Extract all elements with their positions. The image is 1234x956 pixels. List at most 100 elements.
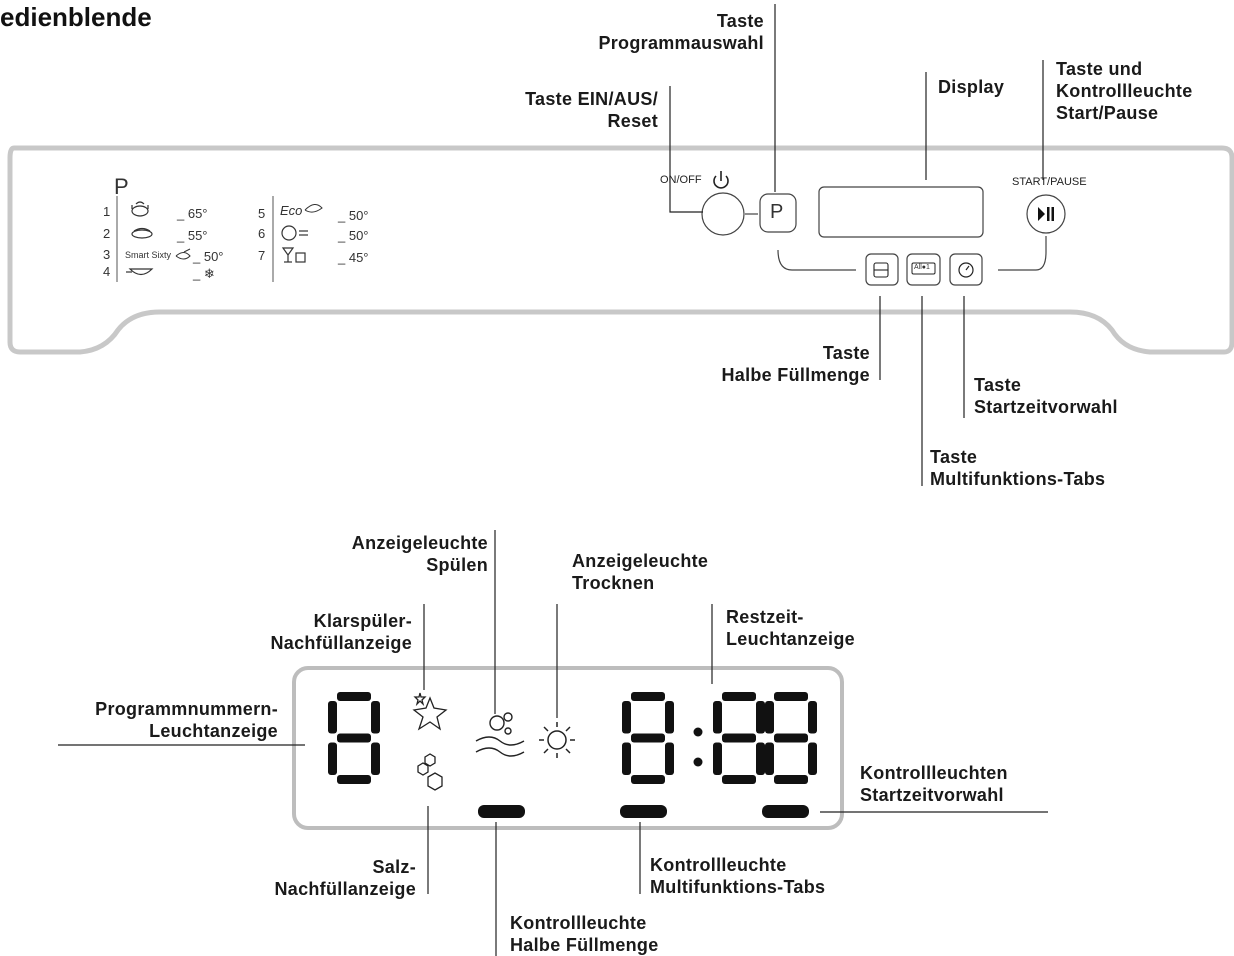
segment [765, 742, 774, 775]
segment [622, 742, 631, 775]
power-icon [713, 175, 729, 189]
segment [774, 733, 808, 743]
segment [371, 701, 380, 734]
segment [371, 742, 380, 775]
program-number: 1 [103, 204, 111, 219]
on-off-button[interactable] [701, 192, 745, 236]
segment [631, 775, 665, 784]
segment [713, 701, 722, 734]
program-number: 7 [258, 248, 266, 263]
colon-dot-top [693, 727, 703, 737]
timer-icon [958, 262, 974, 278]
play-pause-icon [1038, 207, 1045, 221]
segment [337, 733, 371, 743]
segment [665, 742, 674, 775]
segment [774, 775, 808, 784]
program-heading: P [114, 174, 129, 199]
multitab-button[interactable] [906, 253, 941, 286]
program-select-button[interactable] [759, 193, 797, 233]
program-number-digit [328, 692, 380, 784]
drying-icon [539, 722, 575, 758]
segment [713, 742, 722, 775]
glass-icon [281, 247, 306, 263]
display-window [818, 186, 984, 238]
program-number: 5 [258, 206, 266, 221]
segment [722, 733, 756, 743]
program-name: Eco [280, 203, 303, 218]
segment [765, 701, 774, 734]
bowl-icon [126, 268, 154, 276]
program-temp: _ 55° [177, 228, 208, 243]
pot-icon [131, 201, 149, 217]
multitab-label: All●1 [914, 264, 930, 271]
callout-salt-refill: Salz-Nachfüllanzeige [274, 857, 416, 899]
indicator-multitab [620, 805, 667, 818]
time-digit-tens [713, 692, 765, 784]
display-panel-frame [292, 666, 844, 830]
page-title: edienblende [0, 2, 152, 32]
segment [774, 692, 808, 701]
colon-dot-bottom [693, 757, 703, 767]
program-number: 4 [103, 264, 111, 279]
eco-icon [304, 204, 323, 213]
indicator-half-load [478, 805, 525, 818]
on-off-label: ON/OFF [660, 174, 702, 186]
segment [808, 742, 817, 775]
segment [756, 742, 765, 775]
time-digit-hours [622, 692, 674, 784]
program-temp: _ ❄ [193, 266, 215, 281]
segment [622, 701, 631, 734]
program-temp: _ 50° [193, 249, 224, 264]
program-name: Smart Sixty [125, 250, 172, 260]
segment [328, 701, 337, 734]
segment [328, 742, 337, 775]
program-number: 3 [103, 247, 111, 262]
salt-icon [417, 753, 443, 791]
segment [722, 775, 756, 784]
segment [665, 701, 674, 734]
half-load-icon [873, 262, 889, 278]
program-number: 2 [103, 226, 111, 241]
segment [337, 692, 371, 701]
segment [808, 701, 817, 734]
program-temp: _ 50° [338, 228, 369, 243]
program-number: 6 [258, 226, 266, 241]
time-digit-ones [765, 692, 817, 784]
callout-program-number: Programmnummern-Leuchtanzeige [95, 699, 278, 741]
segment [337, 775, 371, 784]
callout-rinse-aid-refill: Klarspüler-Nachfüllanzeige [270, 611, 412, 653]
start-pause-button[interactable] [1026, 194, 1066, 234]
rinse-aid-icon [412, 692, 448, 731]
program-temp: _ 45° [338, 250, 369, 265]
program-button-label: P [770, 201, 784, 223]
start-pause-label: START/PAUSE [1012, 176, 1087, 188]
segment [756, 701, 765, 734]
segment-digits [328, 692, 817, 784]
callout-display: Display [938, 77, 1005, 97]
control-panel-outline [7, 145, 1234, 355]
quick-icon [281, 225, 308, 241]
callout-on-off-reset: Taste EIN/AUS/Reset [525, 89, 658, 131]
smart-sixty-icon [175, 248, 191, 260]
segment [722, 692, 756, 701]
callout-remaining-time: Restzeit-Leuchtanzeige [726, 607, 855, 649]
segment [631, 692, 665, 701]
segment [631, 733, 665, 743]
rinse-icon [475, 712, 525, 757]
program-temp: _ 65° [177, 206, 208, 221]
pots-icon [131, 227, 153, 239]
program-temp: _ 50° [338, 208, 369, 223]
indicator-delay-start [762, 805, 809, 818]
